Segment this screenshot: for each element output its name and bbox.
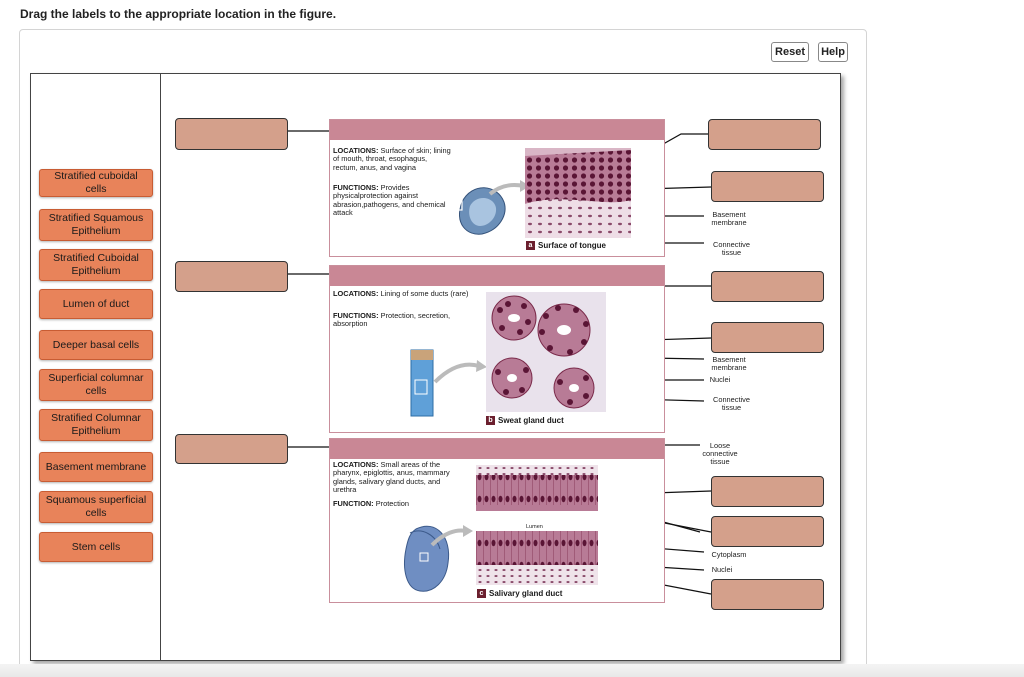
skin-block-illustration	[410, 349, 487, 417]
drop-zone-c-1[interactable]	[711, 476, 824, 507]
drop-zone-title-a[interactable]	[175, 118, 288, 150]
label-nuclei-c: Nuclei	[711, 565, 733, 574]
drop-zone-c-2[interactable]	[711, 516, 824, 547]
label-chip[interactable]: Stratified Cuboidal Epithelium	[39, 249, 153, 281]
label-chip[interactable]: Lumen of duct	[39, 289, 153, 319]
page-footer-shade	[0, 664, 1024, 677]
label-basement-membrane-b: Basement membrane	[711, 355, 747, 373]
panel-a-functions: FUNCTIONS: Provides physicalprotection a…	[333, 183, 446, 217]
label-chip[interactable]: Superficial columnar cells	[39, 369, 153, 401]
drop-zone-a-1[interactable]	[708, 119, 821, 150]
stratified-squamous-micrograph	[525, 148, 631, 238]
drop-zone-c-3[interactable]	[711, 579, 824, 610]
panel-header-bar	[330, 439, 664, 459]
label-bank: Stratified cuboidal cells Stratified Squ…	[30, 73, 161, 661]
panel-stratified-cuboidal: LOCATIONS: Lining of some ducts (rare) F…	[329, 265, 665, 433]
drop-zone-title-b[interactable]	[175, 261, 288, 292]
help-button[interactable]: Help	[818, 42, 848, 62]
label-chip[interactable]: Stratified cuboidal cells	[39, 169, 153, 197]
panel-stratified-squamous: LOCATIONS: Surface of skin; lining of mo…	[329, 119, 665, 257]
label-cytoplasm: Cytoplasm	[711, 550, 747, 559]
panel-header-bar	[330, 120, 664, 140]
label-connective-tissue-a: Connective tissue	[713, 240, 750, 258]
face-illustration	[404, 525, 473, 592]
label-chip[interactable]: Stratified Squamous Epithelium	[39, 209, 153, 241]
label-chip[interactable]: Stratified Columnar Epithelium	[39, 409, 153, 441]
panel-b-locations: LOCATIONS: Lining of some ducts (rare)	[333, 289, 469, 298]
panel-c-functions: FUNCTION: Protection	[333, 499, 409, 508]
instruction-text: Drag the labels to the appropriate locat…	[20, 7, 337, 21]
label-connective-tissue-b: Connective tissue	[713, 395, 750, 413]
salivary-duct-micrograph	[476, 465, 598, 585]
label-loose-connective-tissue: Loose connective tissue	[702, 441, 738, 467]
panel-a-locations: LOCATIONS: Surface of skin; lining of mo…	[333, 146, 451, 172]
panel-c-lumen-label: Lumen	[526, 524, 543, 530]
panel-header-bar	[330, 266, 664, 286]
panel-stratified-columnar: LOCATIONS: Small areas of the pharynx, e…	[329, 438, 665, 603]
label-chip[interactable]: Stem cells	[39, 532, 153, 562]
drop-zone-title-c[interactable]	[175, 434, 288, 464]
panel-c-locations: LOCATIONS: Small areas of the pharynx, e…	[333, 460, 450, 494]
drop-zone-b-1[interactable]	[711, 271, 824, 302]
label-nuclei-b: Nuclei	[709, 375, 731, 384]
sweat-gland-micrograph	[486, 292, 606, 412]
reset-button[interactable]: Reset	[771, 42, 809, 62]
tongue-illustration	[451, 180, 530, 235]
drop-zone-a-2[interactable]	[711, 171, 824, 202]
label-basement-membrane-a: Basement membrane	[711, 210, 747, 228]
panel-b-functions: FUNCTIONS: Protection, secretion, absorp…	[333, 311, 451, 329]
label-chip[interactable]: Squamous superficial cells	[39, 491, 153, 523]
label-chip[interactable]: Deeper basal cells	[39, 330, 153, 360]
label-chip[interactable]: Basement membrane	[39, 452, 153, 482]
drop-zone-b-2[interactable]	[711, 322, 824, 353]
